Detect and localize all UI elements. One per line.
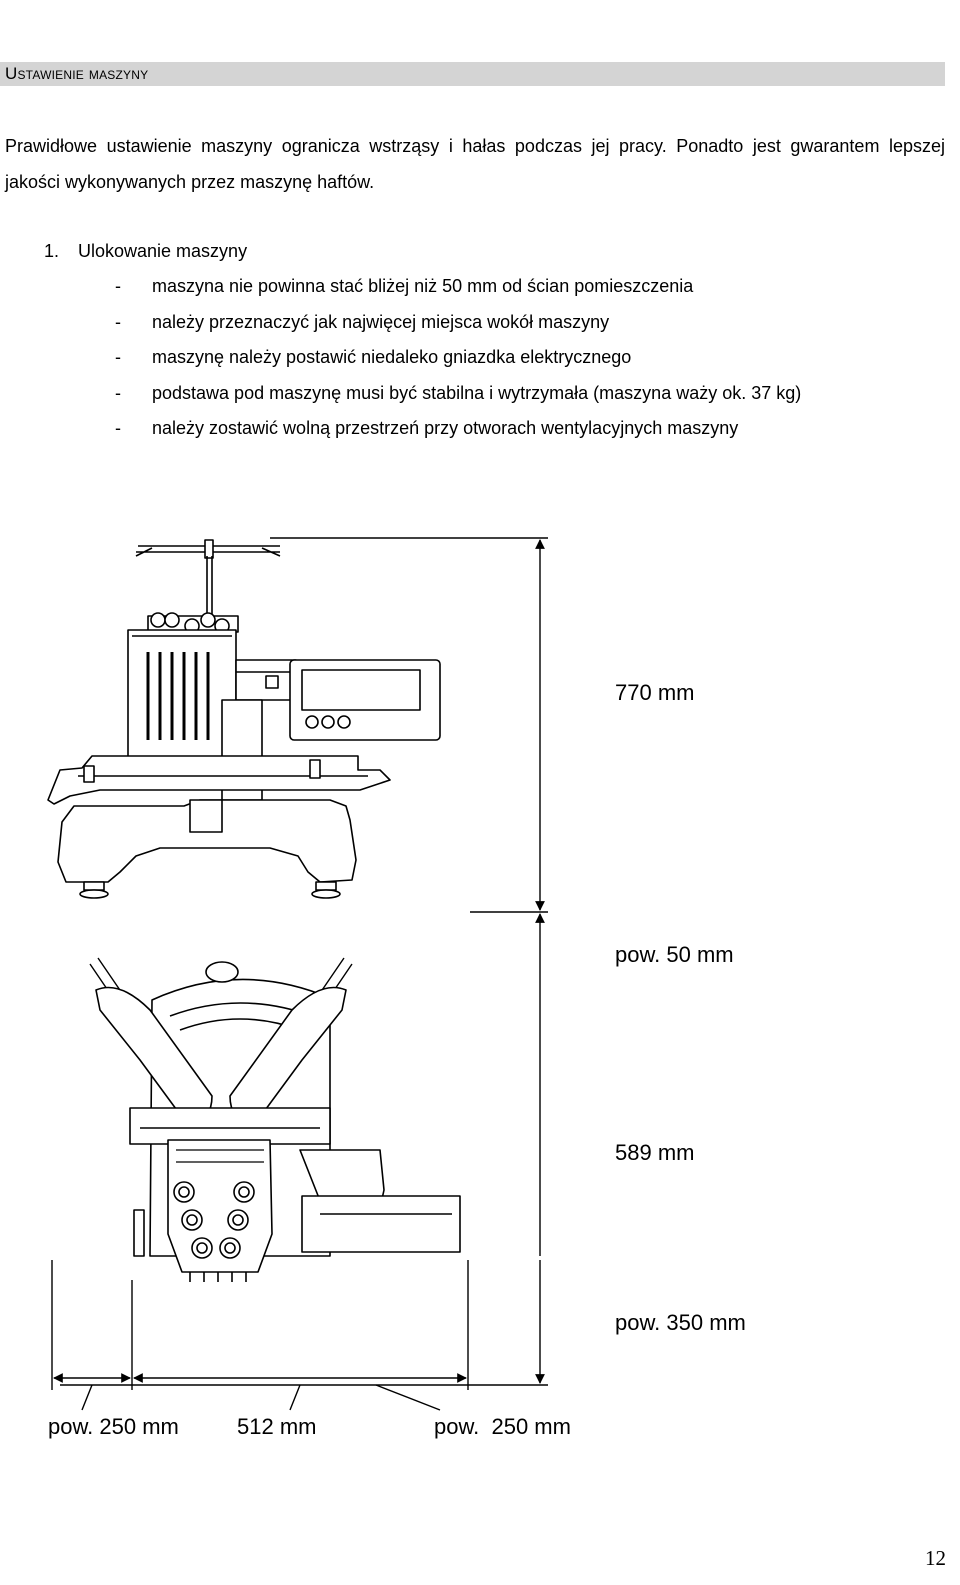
section-header-bar: Ustawienie maszyny <box>0 62 945 86</box>
requirements-list: -maszyna nie powinna stać bliżej niż 50 … <box>115 275 801 453</box>
top-clearance-label: pow. 50 mm <box>615 942 734 967</box>
list-item: -należy zostawić wolną przestrzeń przy o… <box>115 418 739 438</box>
list-item: -podstawa pod maszynę musi być stabilna … <box>115 382 802 403</box>
list-item: -maszynę należy postawić niedaleko gniaz… <box>115 347 632 367</box>
list-item: -maszyna nie powinna stać bliżej niż 50 … <box>115 276 694 296</box>
left-clearance-label: pow. 250 mm <box>48 1414 179 1439</box>
page-number: 12 <box>925 1546 946 1570</box>
machine-front-view-illustration <box>47 539 441 899</box>
step-title: Ulokowanie maszyny <box>78 241 248 261</box>
machine-top-view-illustration <box>89 957 461 1282</box>
list-item: -należy przeznaczyć jak najwięcej miejsc… <box>115 311 610 332</box>
width-dimension-label: 512 mm <box>237 1414 317 1439</box>
bullet-marker: - <box>115 276 121 296</box>
right-clearance-label: pow. 250 mm <box>434 1414 571 1439</box>
section-title: Ustawienie maszyny <box>5 64 149 83</box>
bullet-marker: - <box>115 347 121 367</box>
bullet-marker: - <box>115 311 121 332</box>
intro-paragraph: Prawidłowe ustawienie maszyny ogranicza … <box>5 136 945 192</box>
bullet-marker: - <box>115 382 121 403</box>
step-number: 1. <box>44 241 60 261</box>
depth-dimension-label: 589 mm <box>615 1140 695 1165</box>
front-clearance-label: pow. 350 mm <box>615 1310 746 1335</box>
step-heading: 1. Ulokowanie maszyny <box>44 240 247 262</box>
bullet-marker: - <box>115 418 121 438</box>
dimension-lines <box>51 537 548 1411</box>
height-dimension-label: 770 mm <box>615 680 695 705</box>
